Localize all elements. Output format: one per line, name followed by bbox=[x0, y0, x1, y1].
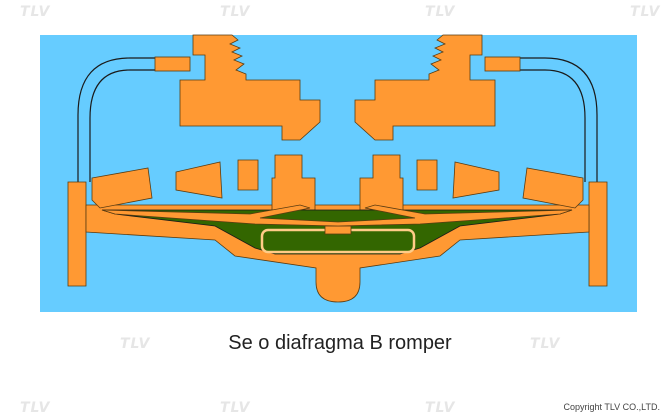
right-inner-wedge bbox=[452, 161, 500, 199]
watermark-logo: TLV bbox=[530, 336, 561, 352]
left-tube-fitting bbox=[154, 56, 191, 72]
diagram-caption: Se o diafragma B romper bbox=[228, 332, 452, 354]
watermark-logo: TLV bbox=[20, 400, 51, 416]
left-pilot-tube bbox=[77, 57, 160, 182]
watermark-logo: TLV bbox=[630, 4, 661, 20]
left-inner-wedge bbox=[175, 161, 223, 199]
right-side-post bbox=[588, 181, 608, 287]
diaphragm-a bbox=[101, 204, 573, 227]
left-upper-body bbox=[179, 34, 321, 141]
watermark-logo: TLV bbox=[425, 4, 456, 20]
left-block bbox=[237, 159, 259, 191]
right-pilot-tube bbox=[515, 57, 598, 182]
left-side-post bbox=[67, 181, 87, 287]
right-block bbox=[416, 159, 438, 191]
right-outer-wedge bbox=[522, 167, 584, 209]
right-tube-fitting bbox=[484, 56, 521, 72]
valve-cross-section-diagram bbox=[40, 34, 637, 312]
watermark-logo: TLV bbox=[220, 4, 251, 20]
watermark-logo: TLV bbox=[120, 336, 151, 352]
right-upper-body bbox=[354, 34, 496, 141]
copyright-notice: Copyright TLV CO.,LTD. bbox=[563, 402, 660, 412]
watermark-logo: TLV bbox=[220, 400, 251, 416]
left-outer-wedge bbox=[91, 167, 153, 209]
watermark-logo: TLV bbox=[20, 4, 51, 20]
watermark-logo: TLV bbox=[425, 400, 456, 416]
